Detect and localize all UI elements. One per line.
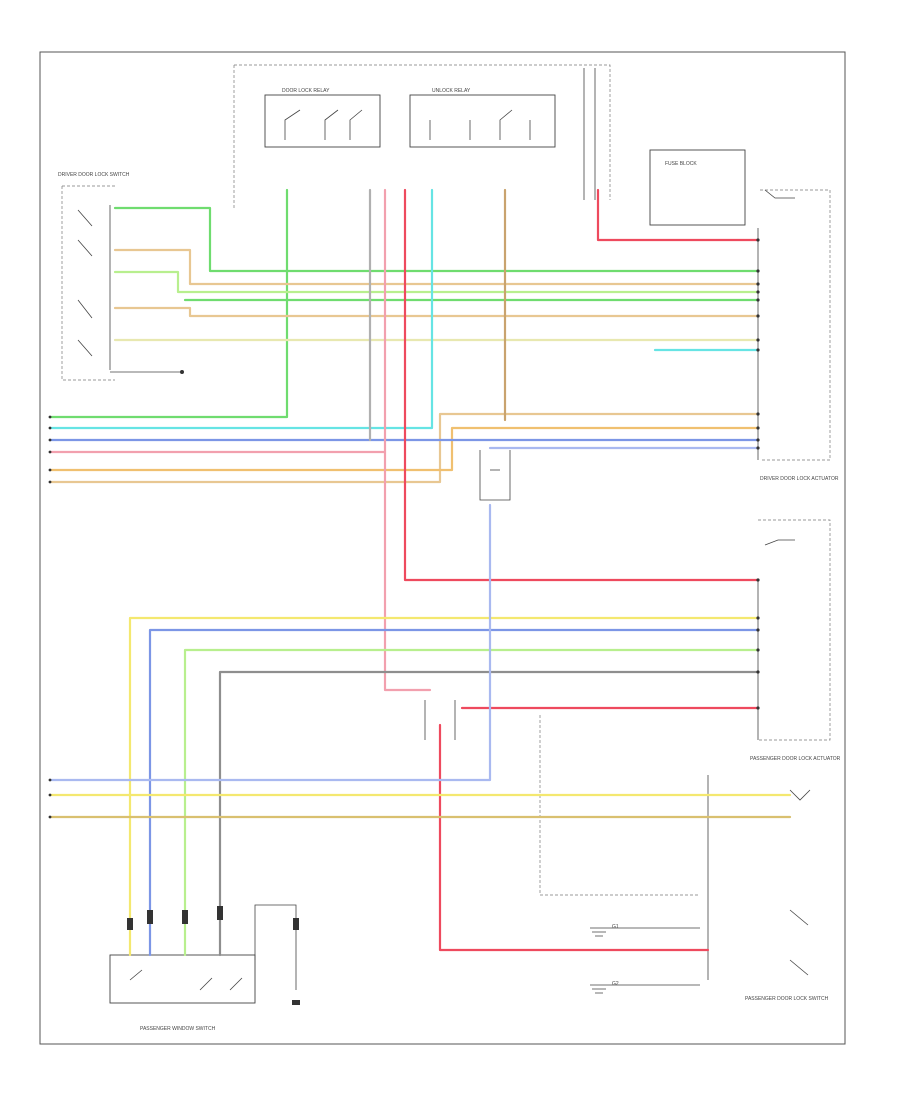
wires: [48, 188, 792, 957]
pass-window-switch-box: [109, 904, 300, 1005]
upper-right-module: [649, 149, 831, 461]
label-lock-relay: DOOR LOCK RELAY: [282, 88, 330, 94]
lock-relay-box: [264, 94, 381, 148]
passenger-door-area: [539, 715, 811, 980]
label-driver-actuator: DRIVER DOOR LOCK ACTUATOR: [760, 476, 839, 482]
label-pass-actuator: PASSENGER DOOR LOCK ACTUATOR: [750, 756, 841, 762]
label-ground-2: G2: [612, 981, 619, 987]
lower-right-module: [757, 519, 831, 741]
component-labels: DRIVER DOOR LOCK SWITCH DOOR LOCK RELAY …: [58, 88, 841, 1032]
diagram-frame: [39, 51, 846, 1045]
splice-1: [479, 450, 511, 501]
label-pass-switch: PASSENGER DOOR LOCK SWITCH: [745, 996, 829, 1002]
label-ground-1: G1: [612, 924, 619, 930]
driver-door-switch: [61, 185, 184, 381]
ground-symbols: [590, 927, 700, 994]
label-window-switch: PASSENGER WINDOW SWITCH: [140, 1026, 216, 1032]
label-driver-switch: DRIVER DOOR LOCK SWITCH: [58, 172, 130, 178]
bottom-terminals: [127, 906, 299, 930]
splice-2: [424, 700, 456, 740]
label-unlock-relay: UNLOCK RELAY: [432, 88, 471, 94]
relay-block: [233, 64, 611, 210]
left-edge-pins: [48, 415, 52, 819]
fuse-box: [649, 149, 746, 226]
label-fuse-block: FUSE BLOCK: [665, 161, 697, 167]
right-module-pins: [756, 238, 760, 710]
unlock-relay-box: [409, 94, 556, 148]
